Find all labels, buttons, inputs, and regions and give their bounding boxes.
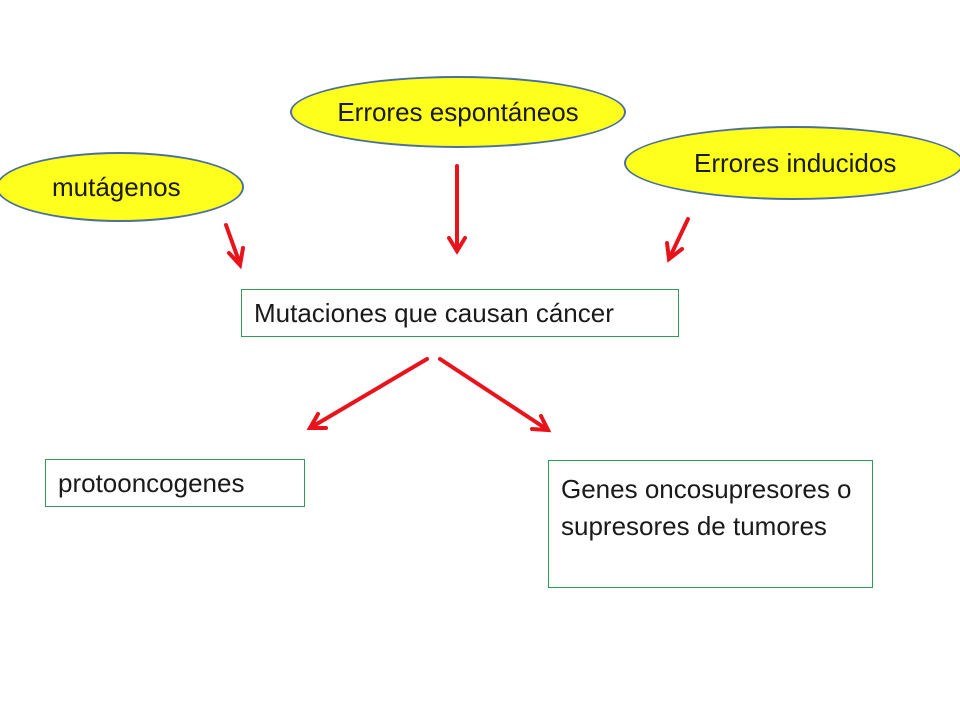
node-oncosupresores-label: Genes oncosupresores o supresores de tum…: [561, 474, 852, 541]
node-errores-inducidos: Errores inducidos: [624, 126, 960, 200]
arrow-espontaneos-to-mutaciones: [447, 164, 467, 255]
node-protooncogenes-label: protooncogenes: [58, 468, 245, 498]
node-mutagenos-label: mutágenos: [52, 171, 181, 202]
arrow-inducidos-to-mutaciones: [665, 217, 690, 263]
node-errores-inducidos-label: Errores inducidos: [694, 147, 897, 178]
node-mutagenos: mutágenos: [0, 152, 244, 222]
node-errores-espontaneos: Errores espontáneos: [290, 76, 626, 148]
arrow-mutaciones-to-oncosupresores: [438, 357, 552, 433]
node-mutaciones: Mutaciones que causan cáncer: [241, 289, 679, 337]
arrow-mutaciones-to-protooncogenes: [306, 357, 429, 430]
node-mutaciones-label: Mutaciones que causan cáncer: [254, 298, 614, 328]
node-errores-espontaneos-label: Errores espontáneos: [337, 96, 579, 127]
node-oncosupresores: Genes oncosupresores o supresores de tum…: [548, 460, 873, 588]
arrow-mutagenos-to-mutaciones: [224, 223, 245, 270]
node-protooncogenes: protooncogenes: [45, 459, 305, 507]
